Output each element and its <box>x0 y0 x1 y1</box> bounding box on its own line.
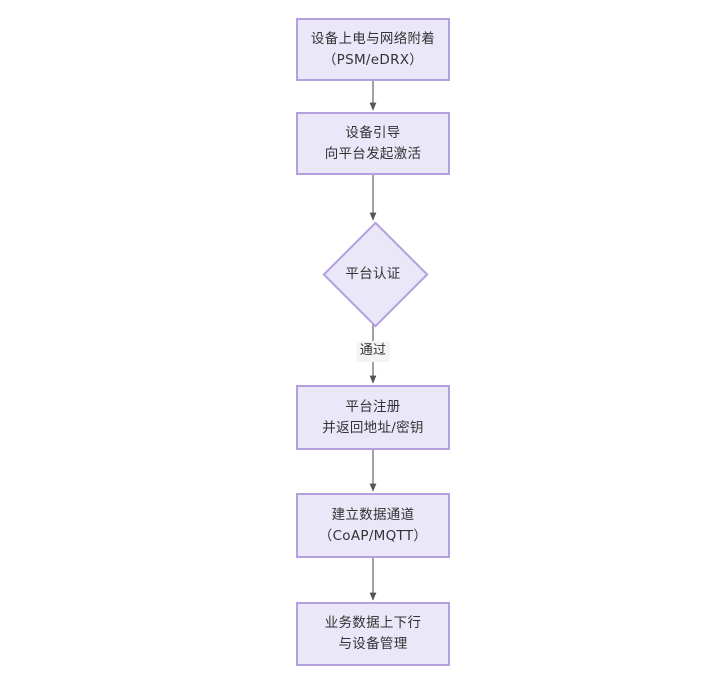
node-establish-data-channel[interactable]: 建立数据通道 （CoAP/MQTT） <box>296 493 450 558</box>
node-label-line2: 向平台发起激活 <box>324 145 422 162</box>
node-device-bootstrap-activation[interactable]: 设备引导 向平台发起激活 <box>296 112 450 175</box>
node-label-line1: 平台注册 <box>345 398 401 415</box>
node-label-line1: 设备引导 <box>345 124 401 141</box>
node-power-on-network-attach[interactable]: 设备上电与网络附着 （PSM/eDRX） <box>296 18 450 81</box>
node-label-line2: 与设备管理 <box>338 636 408 652</box>
node-platform-registration-address-key[interactable]: 平台注册 并返回地址/密钥 <box>296 385 450 450</box>
node-platform-authentication-decision[interactable]: 平台认证 <box>318 220 429 328</box>
node-label-line2: （PSM/eDRX） <box>322 51 424 68</box>
node-label-line1: 平台认证 <box>345 266 401 282</box>
node-business-data-and-device-management[interactable]: 业务数据上下行 与设备管理 <box>296 602 450 666</box>
node-label-line1: 建立数据通道 <box>331 506 415 523</box>
node-label-line2: 并返回地址/密钥 <box>322 419 424 436</box>
node-label-line1: 设备上电与网络附着 <box>310 30 436 47</box>
edge-label-pass: 通过 <box>356 341 390 362</box>
node-label-line2: （CoAP/MQTT） <box>318 527 428 544</box>
node-label-line1: 业务数据上下行 <box>324 615 422 632</box>
